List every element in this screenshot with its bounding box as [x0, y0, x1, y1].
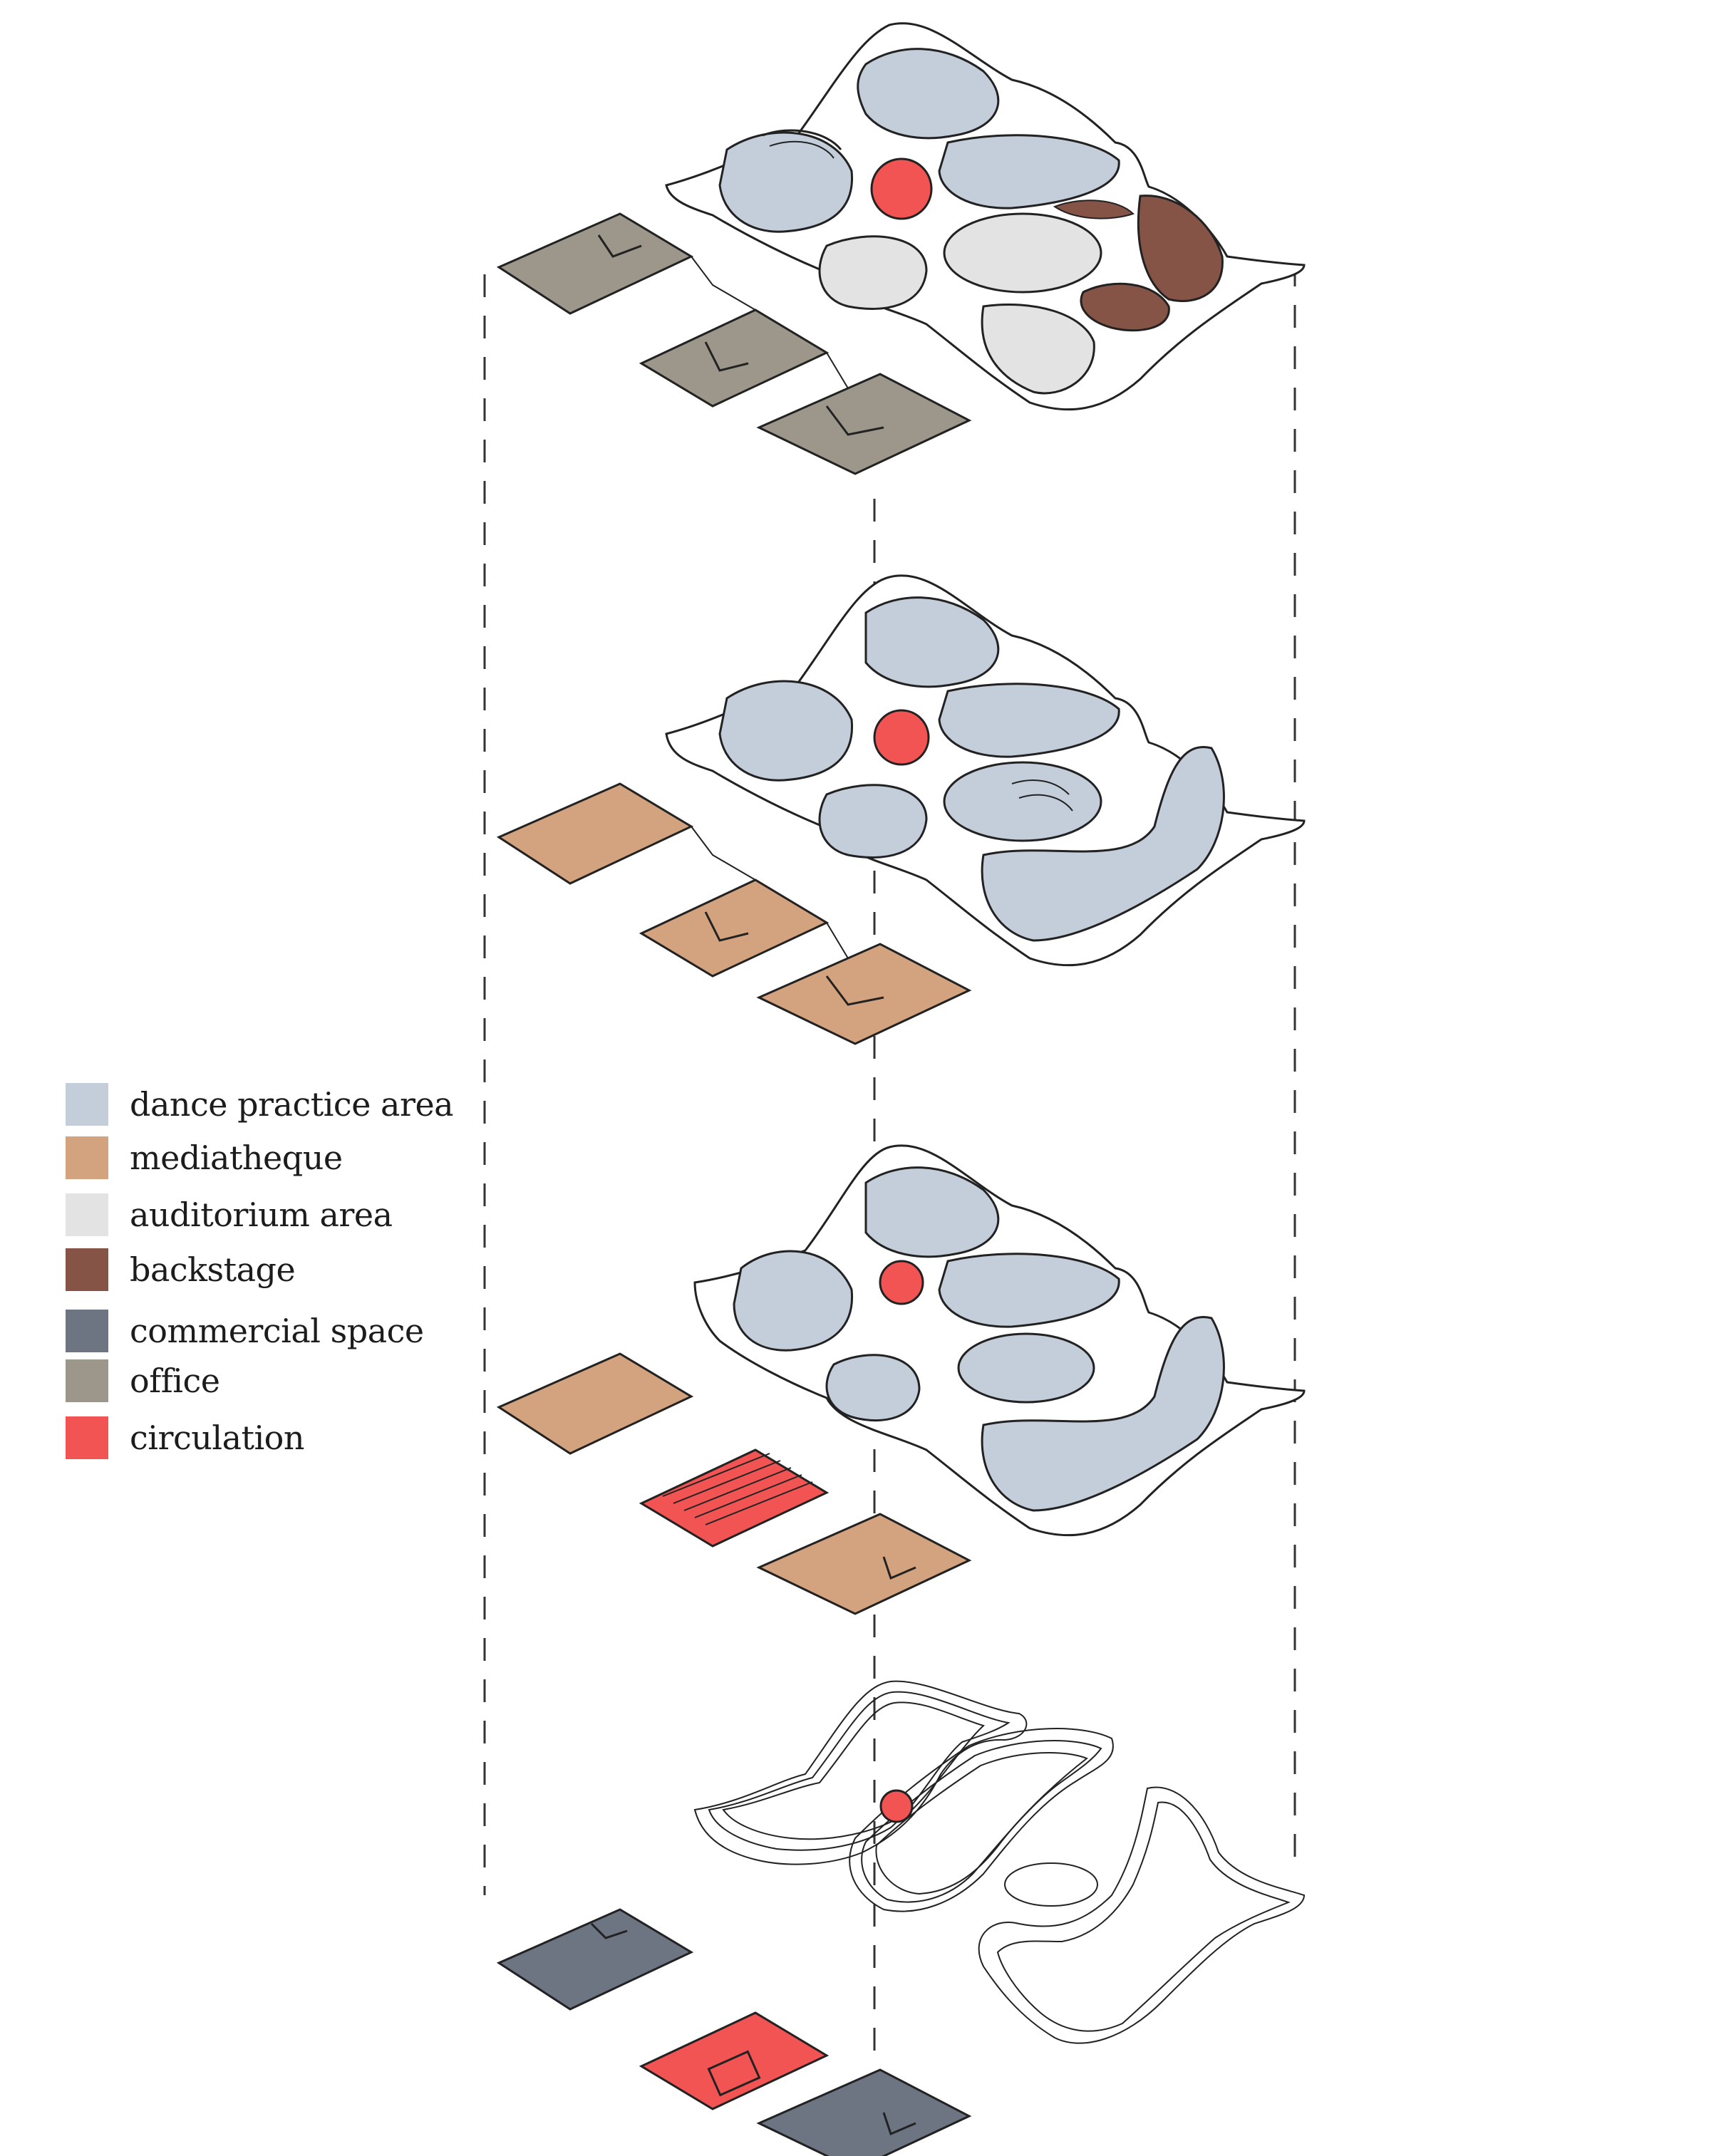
second-mediatheque-slabs [496, 782, 972, 1045]
legend-item-backstage: backstage [66, 1248, 296, 1291]
legend-item-commercial-space: commercial space [66, 1310, 424, 1352]
legend-label: auditorium area [130, 1196, 393, 1234]
ground-level-slabs [496, 1908, 972, 2156]
level-second [496, 574, 1306, 1045]
top-office-slabs [496, 212, 972, 475]
level-top [496, 22, 1306, 475]
legend-item-dance-practice-area: dance practice area [66, 1083, 454, 1126]
level-ground [496, 1680, 1306, 2156]
third-level-slabs [496, 1352, 972, 1615]
legend-swatch [66, 1248, 108, 1291]
legend-label: circulation [130, 1419, 305, 1457]
legend-swatch [66, 1416, 108, 1459]
legend-item-circulation: circulation [66, 1416, 305, 1459]
legend-swatch [66, 1083, 108, 1126]
legend-swatch [66, 1193, 108, 1236]
legend-item-office: office [66, 1359, 220, 1402]
legend-swatch [66, 1310, 108, 1352]
legend-swatch [66, 1359, 108, 1402]
legend-item-mediatheque: mediatheque [66, 1136, 343, 1179]
legend-label: dance practice area [130, 1085, 454, 1124]
level-third [496, 1144, 1306, 1615]
legend-label: commercial space [130, 1312, 424, 1350]
legend-swatch [66, 1136, 108, 1179]
legend-label: mediatheque [130, 1139, 343, 1177]
legend-label: backstage [130, 1250, 296, 1289]
legend-label: office [130, 1362, 220, 1400]
legend-item-auditorium-area: auditorium area [66, 1193, 393, 1236]
